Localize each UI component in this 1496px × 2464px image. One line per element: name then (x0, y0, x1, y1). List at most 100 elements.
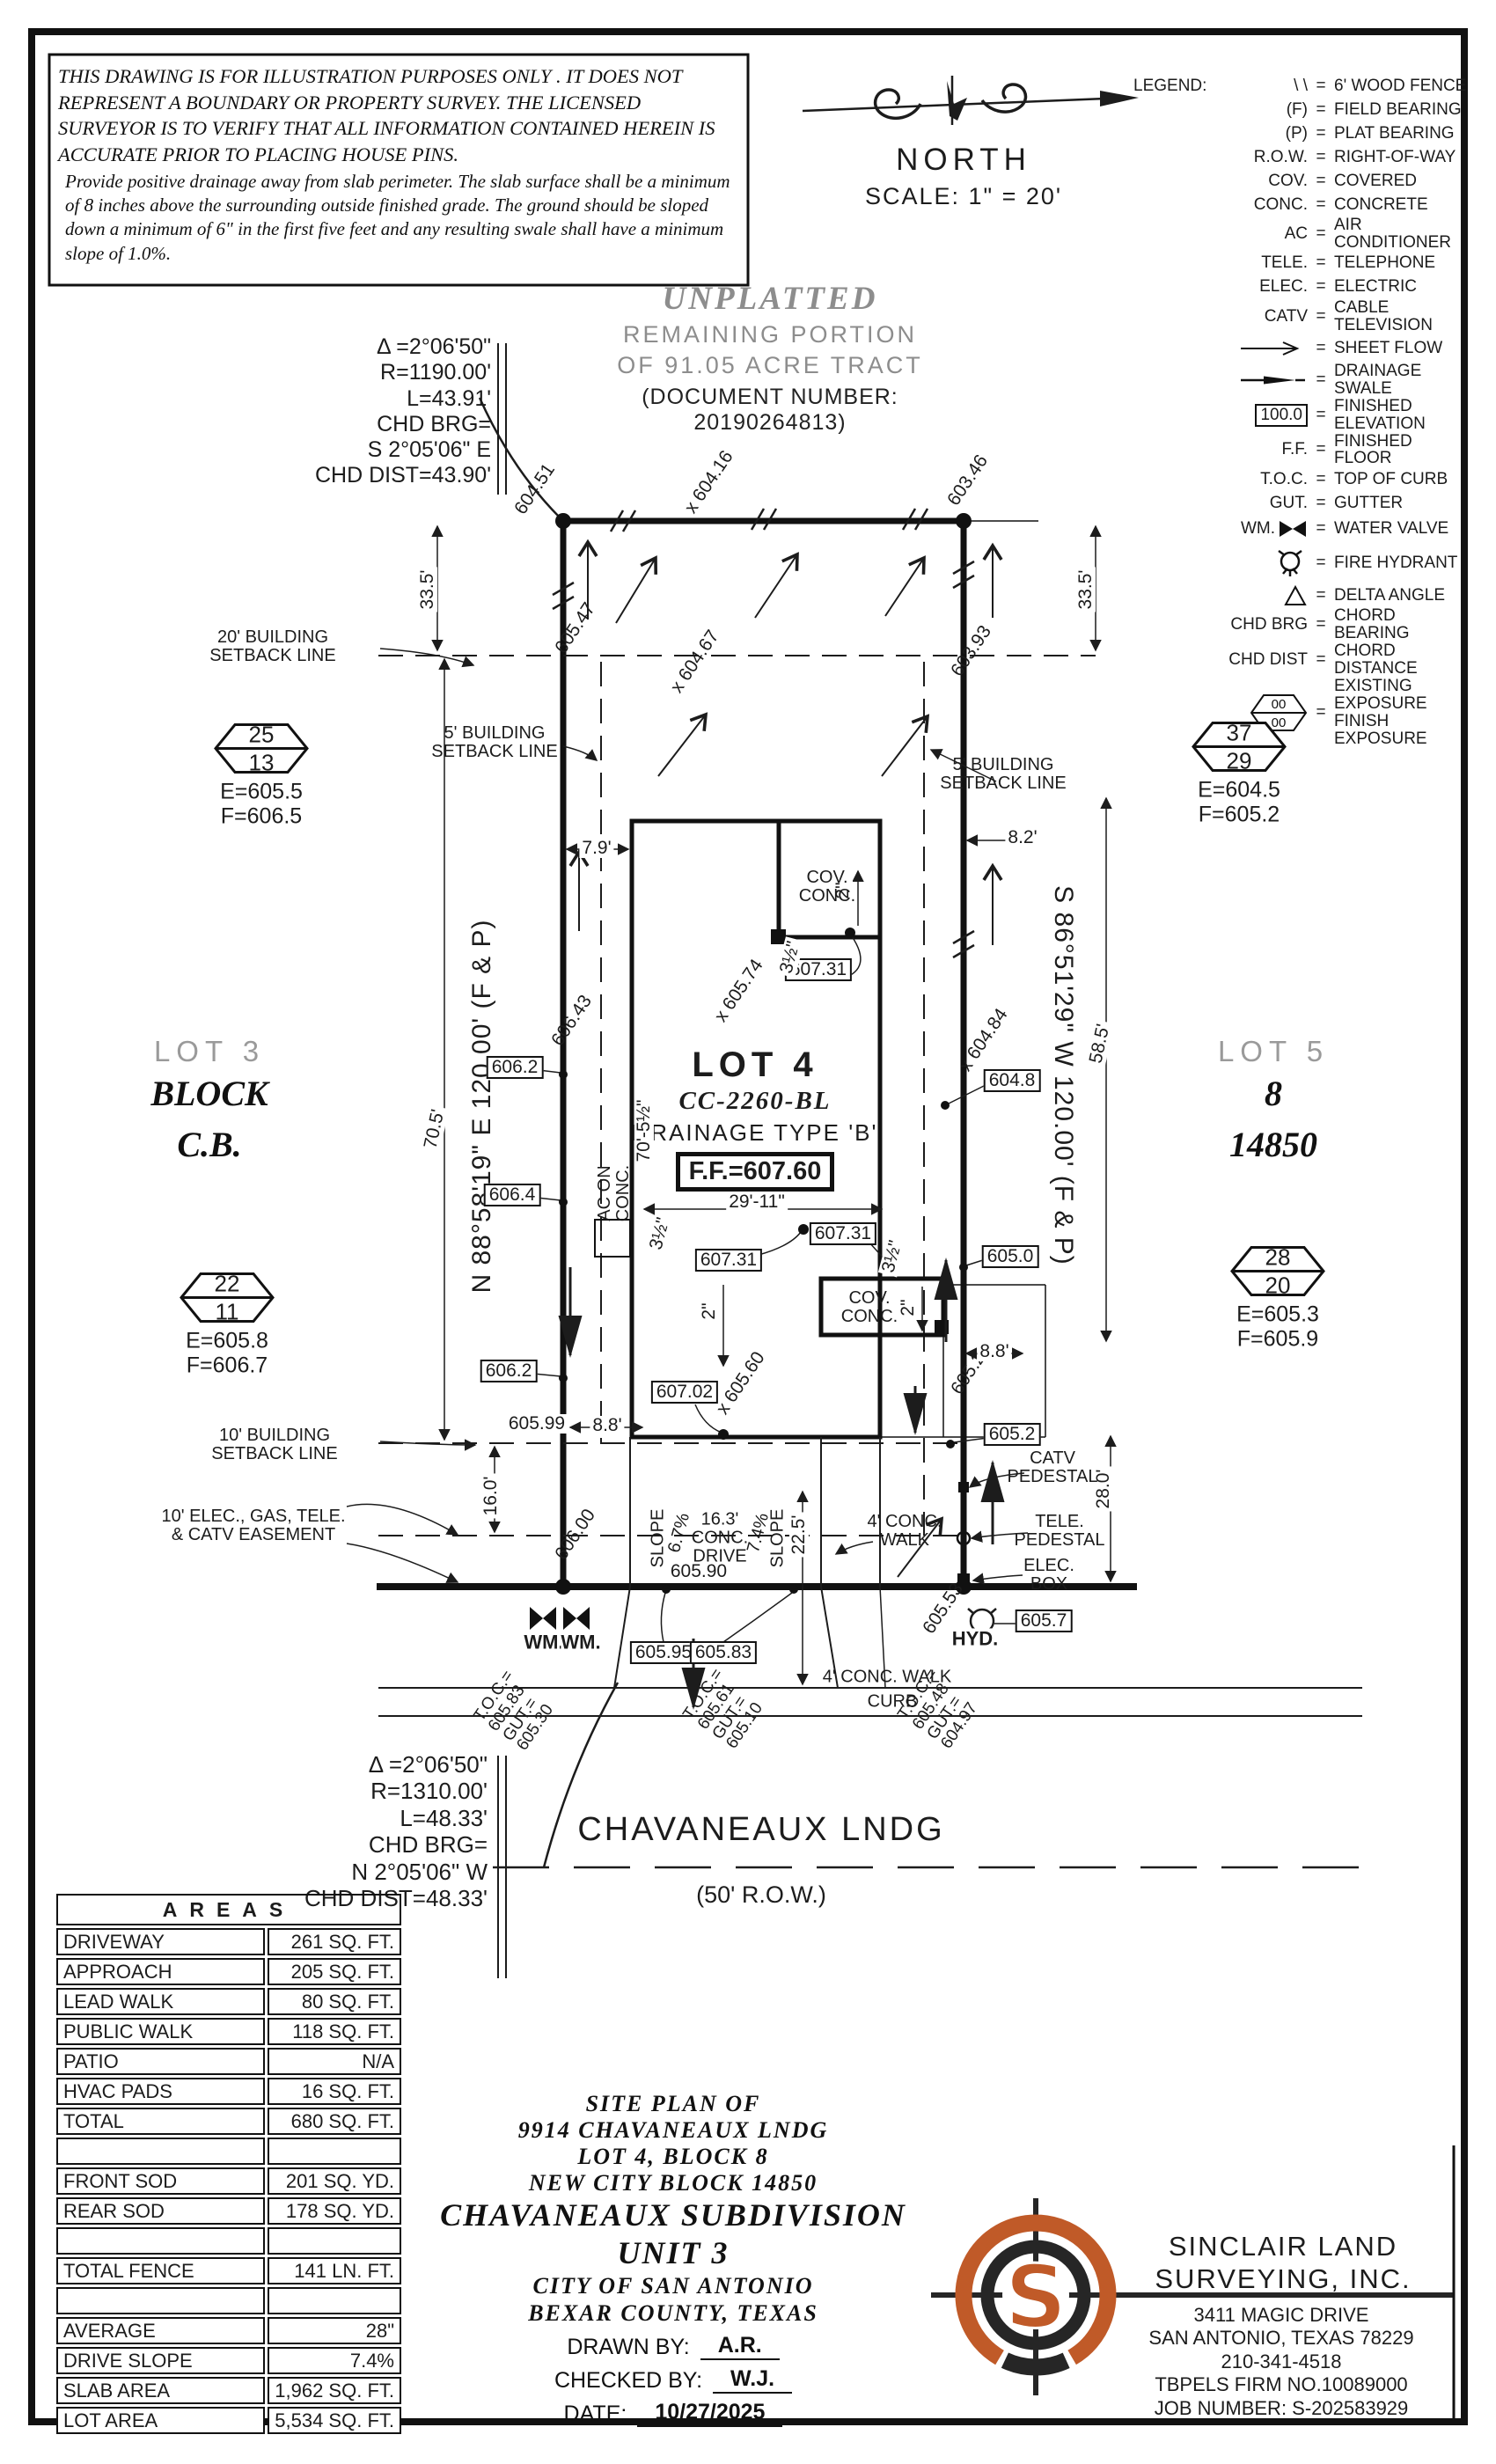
legend-item-telephone: TELE.=TELEPHONE (1133, 252, 1468, 275)
legend-symbol-wm-icon: WM. (1209, 519, 1308, 539)
street-row-width: (50' R.O.W.) (696, 1881, 826, 1908)
box-605-7: 605.7 (1015, 1609, 1073, 1633)
legend-desc: CHORD BEARING (1334, 606, 1410, 643)
firm-address-block: 3411 MAGIC DRIVE SAN ANTONIO, TEXAS 7822… (1107, 2304, 1456, 2420)
legend-equals: = (1316, 405, 1326, 424)
finish-elevation: F=606.7 (186, 1353, 268, 1378)
legend-equals: = (1316, 585, 1326, 605)
disclaimer-note: THIS DRAWING IS FOR ILLUSTRATION PURPOSE… (58, 63, 737, 266)
label-cov-conc-bottom: COV. CONC. (840, 1288, 898, 1326)
legend-desc: CHORD DISTANCE (1334, 642, 1418, 678)
unplatted-line3: OF 91.05 ACRE TRACT (617, 352, 923, 378)
legend-symbol-text-icon: ELEC. (1259, 277, 1308, 297)
legend-desc: TELEPHONE (1334, 253, 1436, 273)
areas-label (56, 2227, 265, 2255)
title-address: 9914 CHAVANEAUX LNDG (517, 2116, 829, 2143)
legend-item-right-of-way: R.O.W.=RIGHT-OF-WAY (1133, 145, 1468, 169)
date-value: 10/27/2025 (637, 2400, 783, 2428)
areas-label: PUBLIC WALK (56, 2018, 265, 2045)
curve-chd-brg-label: CHD BRG= (368, 1831, 488, 1859)
title-subdivision: CHAVANEAUX SUBDIVISION (440, 2196, 906, 2233)
sheet-border (28, 28, 1468, 2425)
legend-equals: = (1316, 469, 1326, 488)
legend-symbol-text-icon: R.O.W. (1253, 147, 1308, 166)
legend-item-drainage-swale: =DRAINAGE SWALE (1133, 361, 1468, 398)
legend-title: LEGEND: (1133, 76, 1207, 95)
label-catv-ped: CATV PEDESTAL (1007, 1448, 1098, 1486)
finish-elevation: F=606.5 (220, 803, 303, 829)
dim-70-5-half: 70'-5½" (634, 1096, 655, 1165)
legend-equals: = (1316, 99, 1326, 119)
label-wm-1: WM. (524, 1631, 564, 1654)
title-ncb: NEW CITY BLOCK 14850 (528, 2169, 818, 2196)
existing-elevation: E=605.5 (220, 779, 303, 804)
legend-symbol-text-icon: (F) (1286, 99, 1308, 119)
legend-desc: SHEET FLOW (1334, 338, 1443, 357)
walk-curb-lines (378, 1687, 1362, 1717)
box-605-95: 605.95 (629, 1640, 698, 1665)
unplatted-tract-block: UNPLATTED REMAINING PORTION OF 91.05 ACR… (563, 280, 977, 436)
lot4-number: LOT 4 (692, 1045, 818, 1084)
curve-delta: Δ =2°06'50" (368, 1751, 488, 1778)
lot5-block: 8 (1265, 1074, 1282, 1113)
legend-symbol-text-icon: AC (1284, 224, 1308, 243)
legend-item-field-bearing: (F)=FIELD BEARING (1133, 98, 1468, 121)
legend-symbol-arrow_solid-icon (1209, 372, 1308, 388)
legend-equals: = (1316, 493, 1326, 512)
dim-29-11: 29'-11" (726, 1192, 788, 1213)
unplatted-line2: REMAINING PORTION (622, 321, 918, 348)
spot-605-90: 605.90 (667, 1561, 730, 1582)
firm-city: SAN ANTONIO, TEXAS 78229 (1148, 2327, 1414, 2350)
curve-data-south: Δ =2°06'50" R=1310.00' L=48.33' CHD BRG=… (283, 1751, 488, 1911)
legend-equals: = (1316, 224, 1326, 243)
existing-exposure-value: 28 (1265, 1243, 1291, 1271)
areas-value: 80 SQ. FT. (267, 1988, 401, 2015)
legend-item-electric: ELEC.=ELECTRIC (1133, 275, 1468, 299)
firm-street: 3411 MAGIC DRIVE (1193, 2304, 1369, 2326)
legend-item-air-conditioner: AC = AIR CONDITIONER (1133, 216, 1468, 252)
legend-equals: = (1316, 194, 1326, 214)
label-cov-conc-top: COV. CONC. (798, 868, 856, 906)
legend-item-finished-floor: F.F.=FINISHED FLOOR (1133, 432, 1468, 468)
lot-boundary (377, 517, 1137, 1590)
label-wm-2: WM. (561, 1631, 601, 1654)
title-block: SITE PLAN OF 9914 CHAVANEAUX LNDG LOT 4,… (421, 2091, 926, 2428)
legend-desc: DELTA ANGLE (1334, 585, 1446, 605)
legend-symbol-text-icon: (P) (1285, 123, 1308, 143)
legend-equals: = (1316, 76, 1326, 95)
legend-desc: DRAINAGE SWALE (1334, 361, 1422, 398)
areas-value: 28" (267, 2317, 401, 2344)
title-line-1: SITE PLAN OF (585, 2091, 761, 2116)
legend-item-gutter: GUT.=GUTTER (1133, 491, 1468, 515)
unplatted-doc-number: (DOCUMENT NUMBER: 20190264813) (642, 385, 898, 435)
firm-name-line1: SINCLAIR LAND (1168, 2231, 1398, 2262)
box-607-31b: 607.31 (694, 1248, 763, 1272)
label-slope-2: SLOPE (767, 1508, 788, 1568)
dimension-lines (431, 524, 1117, 1686)
areas-row-spacer (56, 2287, 401, 2314)
lot5-ncb: 14850 (1229, 1125, 1317, 1164)
legend-equals: = (1316, 277, 1326, 297)
legend-desc: AIR CONDITIONER (1334, 216, 1451, 252)
legend-symbol-text-icon: COV. (1268, 171, 1308, 190)
legend-equals: = (1316, 338, 1326, 357)
areas-value: 178 SQ. YD. (267, 2197, 401, 2225)
areas-label: TOTAL (56, 2108, 265, 2135)
title-city: CITY OF SAN ANTONIO (532, 2272, 814, 2299)
legend-symbol-delta-icon (1209, 584, 1308, 607)
areas-label: DRIVE SLOPE (56, 2347, 265, 2374)
box-606-2b: 606.2 (480, 1359, 538, 1383)
